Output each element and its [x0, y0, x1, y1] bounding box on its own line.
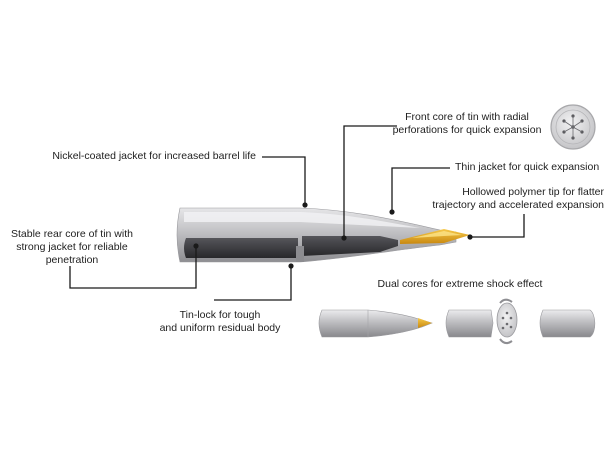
label-rear-core-line1: Stable rear core of tin with: [2, 228, 142, 241]
label-rear-core-line2: strong jacket for reliable: [2, 241, 142, 254]
callout-dot-icon: [341, 235, 346, 240]
label-front-core: Front core of tin with radial perforatio…: [390, 111, 544, 137]
callout-dot-icon: [288, 263, 293, 268]
label-tin-lock-line1: Tin-lock for tough: [150, 309, 290, 322]
main-bullet: [177, 208, 470, 262]
rear-core: [184, 238, 298, 258]
label-dual-cores: Dual cores for extreme shock effect: [360, 278, 560, 291]
rear-slug: [540, 310, 595, 337]
complete-bullet: [319, 310, 432, 337]
label-rear-core-line3: penetration: [2, 254, 142, 267]
label-tin-lock: Tin-lock for tough and uniform residual …: [150, 309, 290, 335]
label-nickel-jacket-text: Nickel-coated jacket for increased barre…: [52, 150, 256, 162]
front-core: [302, 236, 398, 256]
label-thin-jacket-text: Thin jacket for quick expansion: [455, 161, 599, 173]
tin-lock: [296, 246, 304, 262]
radial-perforation-icon: [551, 105, 595, 149]
label-front-core-line2: perforations for quick expansion: [390, 124, 544, 137]
dual-cores-illustration: [319, 300, 595, 343]
perforated-disc: [497, 300, 517, 343]
rear-core-segment: [446, 310, 493, 337]
leader-polymer-tip: [470, 214, 524, 237]
label-polymer-tip-line2: trajectory and accelerated expansion: [415, 199, 604, 212]
label-tin-lock-line2: and uniform residual body: [150, 322, 290, 335]
callout-dot-icon: [302, 202, 307, 207]
label-dual-cores-text: Dual cores for extreme shock effect: [378, 278, 543, 290]
leader-tin-lock: [214, 266, 291, 300]
label-front-core-line1: Front core of tin with radial: [390, 111, 544, 124]
label-polymer-tip: Hollowed polymer tip for flatter traject…: [415, 186, 604, 212]
leader-nickel-jacket: [262, 157, 305, 205]
label-nickel-jacket: Nickel-coated jacket for increased barre…: [20, 150, 256, 163]
label-rear-core: Stable rear core of tin with strong jack…: [2, 228, 142, 267]
callout-dot-icon: [467, 234, 472, 239]
label-thin-jacket: Thin jacket for quick expansion: [455, 161, 605, 174]
callout-dot-icon: [193, 243, 198, 248]
label-polymer-tip-line1: Hollowed polymer tip for flatter: [415, 186, 604, 199]
callout-dot-icon: [389, 209, 394, 214]
